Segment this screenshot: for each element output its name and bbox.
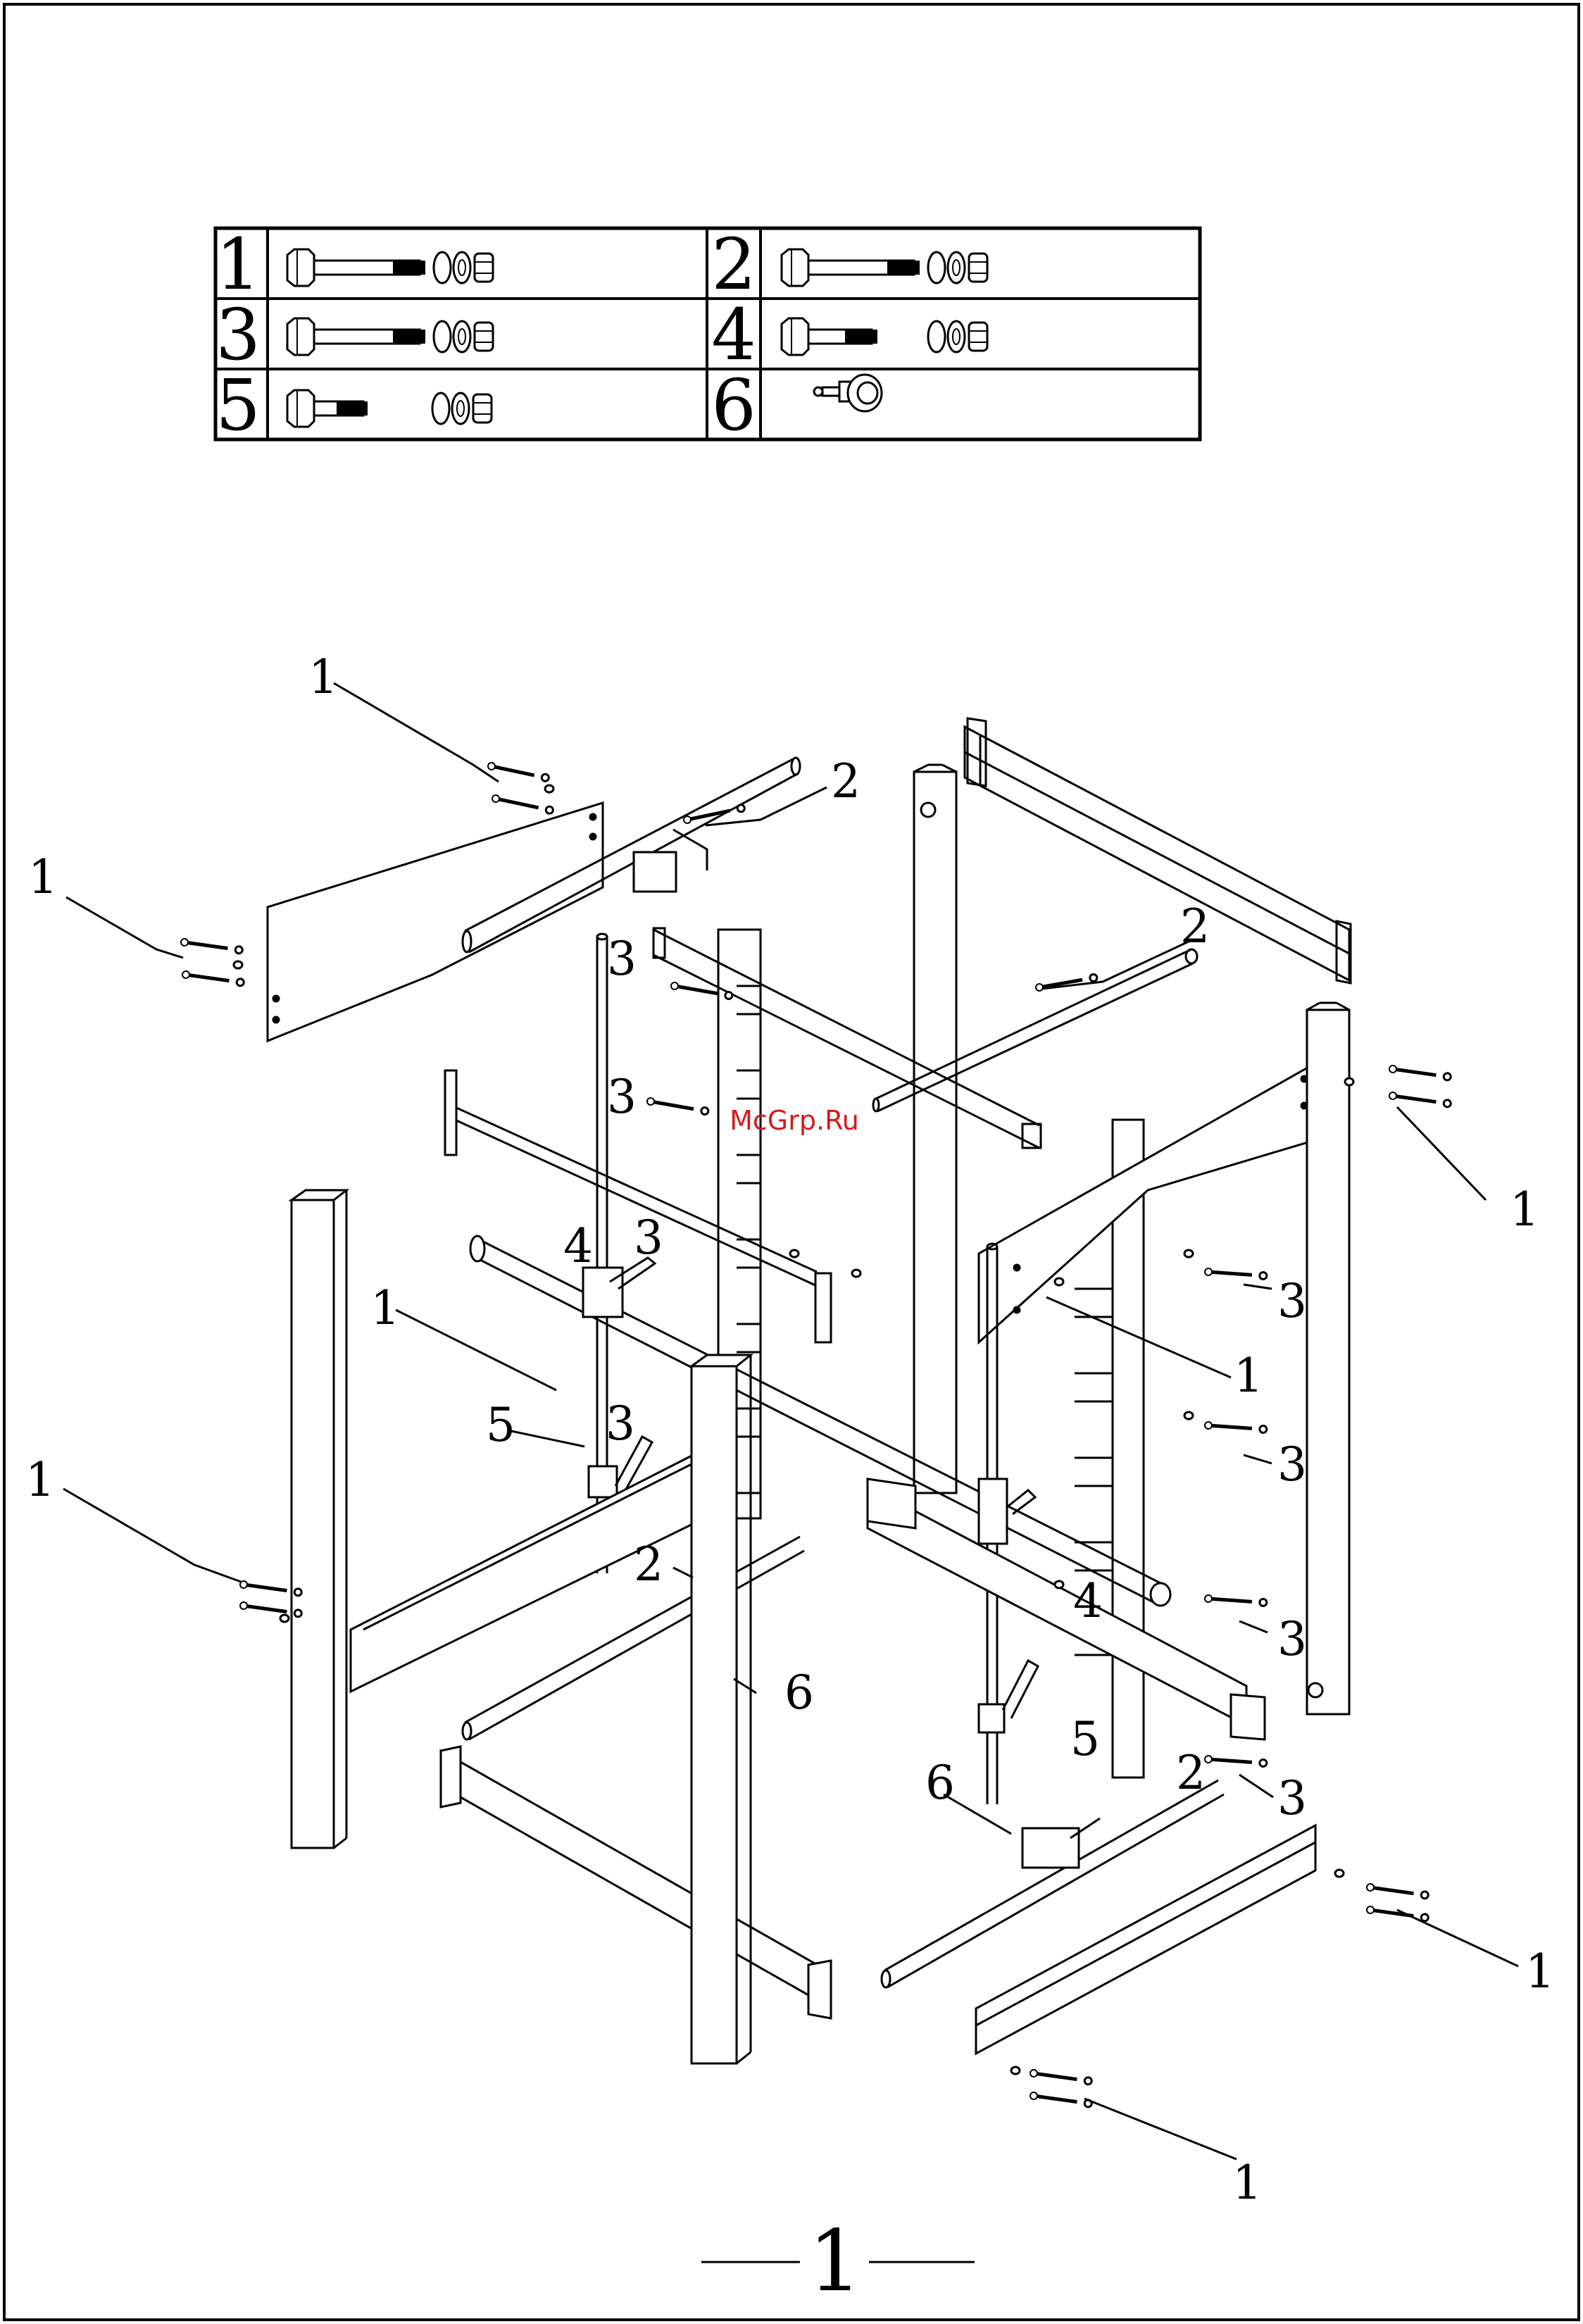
- callout-label: 3: [607, 1070, 637, 1124]
- callout-label: 4: [1073, 1574, 1103, 1628]
- right-top-gusset-plate: [979, 1065, 1313, 1342]
- callout-label: 6: [784, 1666, 814, 1720]
- callout-label: 3: [1277, 1274, 1307, 1328]
- callout-label: 1: [1510, 1182, 1539, 1237]
- long-bolt-two-washers-nut-icon: [782, 249, 987, 286]
- hardware-number-6: 6: [711, 364, 756, 446]
- callout-label: 5: [486, 1398, 515, 1452]
- callout-label: 1: [1525, 1944, 1555, 1999]
- pull-pin-knob-icon: [814, 375, 882, 411]
- callout-label: 3: [1277, 1437, 1307, 1492]
- left-top-gusset-plate: [268, 803, 603, 1041]
- right-front-upright: [1307, 1010, 1349, 1714]
- hardware-number-5: 5: [215, 364, 261, 446]
- callout-label: 1: [1234, 1349, 1263, 1403]
- hardware-table: 1 2 3 4 5 6: [215, 223, 1200, 446]
- callout-label: 2: [634, 1537, 663, 1592]
- callout-label: 2: [831, 754, 861, 808]
- right-middle-beam: [868, 1486, 1246, 1725]
- page-number-group: 1: [701, 2213, 975, 2311]
- left-base-frame: [441, 1751, 830, 2007]
- callout-label: 6: [925, 1756, 955, 1810]
- page-number: 1: [808, 2213, 862, 2311]
- callout-label: 3: [1277, 1612, 1307, 1666]
- callout-label: 3: [634, 1211, 663, 1265]
- callout-label: 3: [1277, 1771, 1307, 1825]
- callout-label: 2: [1180, 899, 1210, 954]
- long-bolt-two-washers-nut-icon: [287, 318, 493, 355]
- medium-bolt-two-washers-nut-icon: [782, 318, 987, 355]
- callout-label: 3: [607, 932, 637, 986]
- rear-right-upright: [914, 772, 956, 1493]
- callout-label: 1: [28, 850, 58, 904]
- callout-label: 1: [370, 1281, 400, 1335]
- front-center-upright: [692, 1366, 737, 2063]
- callout-label: 4: [563, 1219, 593, 1273]
- callout-label: 1: [308, 650, 338, 704]
- long-bolt-two-washers-nut-icon: [287, 249, 493, 286]
- callout-label: 1: [1232, 2156, 1262, 2210]
- callout-label: 1: [25, 1453, 55, 1507]
- left-front-upright: [292, 1200, 334, 1848]
- callout-label: 5: [1070, 1712, 1100, 1766]
- callout-label: 3: [606, 1397, 635, 1451]
- short-bolt-two-washers-nut-icon: [287, 390, 492, 427]
- callout-label: 2: [1176, 1746, 1206, 1800]
- watermark: McGrp.Ru: [730, 1105, 859, 1136]
